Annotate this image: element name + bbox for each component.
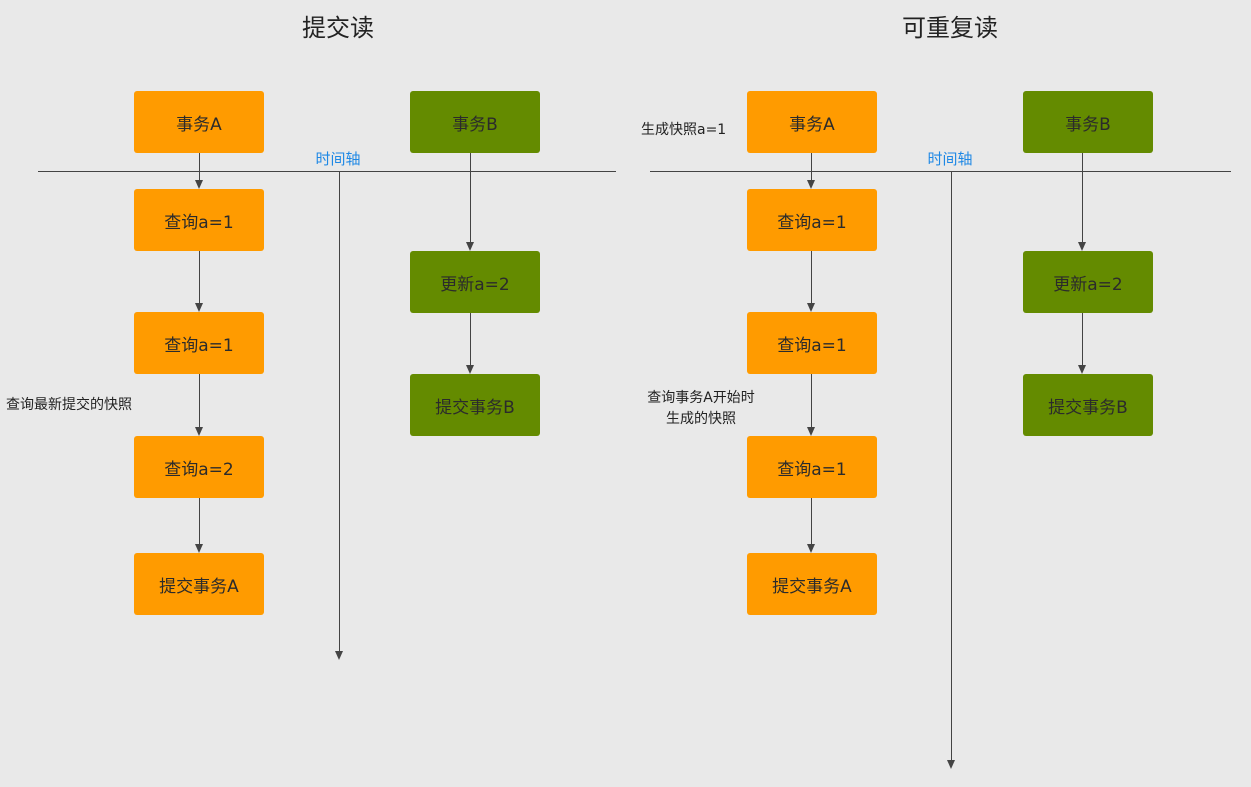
time-axis-line: [951, 171, 952, 760]
note-latest-snapshot: 查询最新提交的快照: [6, 397, 132, 413]
tx-b-start-label: 事务B: [452, 114, 498, 135]
tx-a-query-1-box[interactable]: 查询a=1: [747, 189, 877, 251]
connector-arrowhead: [195, 180, 203, 189]
tx-b-start-box[interactable]: 事务B: [1023, 91, 1153, 153]
connector-line: [811, 498, 812, 544]
connector-line: [199, 251, 200, 303]
tx-a-start-label: 事务A: [789, 114, 835, 135]
connector-arrowhead: [195, 303, 203, 312]
connector-line: [811, 153, 812, 180]
connector-line: [199, 153, 200, 180]
time-axis-label: 时间轴: [315, 150, 361, 168]
tx-b-update-box[interactable]: 更新a=2: [410, 251, 540, 313]
tx-a-query-3-box[interactable]: 查询a=1: [747, 436, 877, 498]
tx-b-update-label: 更新a=2: [1053, 274, 1123, 295]
connector-line: [1082, 313, 1083, 365]
connector-line: [199, 374, 200, 427]
tx-a-query-2-label: 查询a=1: [777, 335, 847, 356]
connector-arrowhead: [1078, 242, 1086, 251]
connector-arrowhead: [1078, 365, 1086, 374]
tx-a-commit-box[interactable]: 提交事务A: [747, 553, 877, 615]
tx-a-query-1-label: 查询a=1: [777, 212, 847, 233]
connector-line: [1082, 153, 1083, 242]
time-axis-arrowhead: [947, 760, 955, 769]
tx-a-start-box[interactable]: 事务A: [747, 91, 877, 153]
time-axis-arrowhead: [335, 651, 343, 660]
note-start-snapshot-line2: 生成的快照: [666, 411, 736, 427]
note-start-snapshot-line1: 查询事务A开始时: [647, 390, 755, 406]
connector-line: [199, 498, 200, 544]
connector-arrowhead: [195, 427, 203, 436]
connector-arrowhead: [807, 303, 815, 312]
tx-a-query-2-box[interactable]: 查询a=1: [747, 312, 877, 374]
tx-a-commit-label: 提交事务A: [772, 576, 852, 597]
tx-a-query-3-label: 查询a=2: [164, 459, 234, 480]
connector-arrowhead: [807, 180, 815, 189]
tx-b-update-box[interactable]: 更新a=2: [1023, 251, 1153, 313]
tx-b-commit-label: 提交事务B: [435, 397, 515, 418]
connector-line: [470, 313, 471, 365]
connector-line: [811, 251, 812, 303]
panel-title-repeatable-read: 可重复读: [902, 14, 998, 42]
connector-arrowhead: [195, 544, 203, 553]
connector-arrowhead: [807, 544, 815, 553]
tx-a-query-3-box[interactable]: 查询a=2: [134, 436, 264, 498]
timeline-separator: [650, 171, 1231, 172]
connector-arrowhead: [807, 427, 815, 436]
tx-b-commit-box[interactable]: 提交事务B: [410, 374, 540, 436]
tx-a-query-1-box[interactable]: 查询a=1: [134, 189, 264, 251]
tx-a-query-2-box[interactable]: 查询a=1: [134, 312, 264, 374]
time-axis-line: [339, 171, 340, 651]
note-create-snapshot: 生成快照a=1: [641, 122, 727, 138]
connector-line: [811, 374, 812, 427]
time-axis-label: 时间轴: [927, 150, 973, 168]
tx-a-commit-label: 提交事务A: [159, 576, 239, 597]
tx-a-start-label: 事务A: [176, 114, 222, 135]
connector-arrowhead: [466, 365, 474, 374]
tx-b-commit-label: 提交事务B: [1048, 397, 1128, 418]
panel-title-read-committed: 提交读: [302, 14, 374, 42]
connector-line: [470, 153, 471, 242]
timeline-separator: [38, 171, 616, 172]
tx-a-query-1-label: 查询a=1: [164, 212, 234, 233]
tx-a-query-2-label: 查询a=1: [164, 335, 234, 356]
tx-a-commit-box[interactable]: 提交事务A: [134, 553, 264, 615]
tx-b-commit-box[interactable]: 提交事务B: [1023, 374, 1153, 436]
tx-a-start-box[interactable]: 事务A: [134, 91, 264, 153]
tx-b-start-box[interactable]: 事务B: [410, 91, 540, 153]
tx-b-update-label: 更新a=2: [440, 274, 510, 295]
tx-b-start-label: 事务B: [1065, 114, 1111, 135]
connector-arrowhead: [466, 242, 474, 251]
tx-a-query-3-label: 查询a=1: [777, 459, 847, 480]
